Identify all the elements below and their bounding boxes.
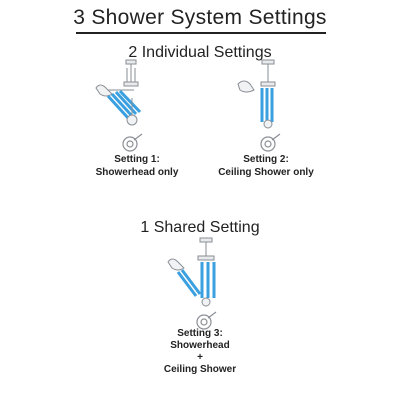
- diverter-icon: [201, 297, 211, 307]
- showerhead-icon: [95, 84, 134, 97]
- setting-3-plus: +: [197, 352, 203, 363]
- setting-1-caption: Setting 1: Showerhead only: [72, 153, 202, 179]
- water-spray-icon: [106, 89, 142, 120]
- section-heading-individual: 2 Individual Settings: [128, 44, 272, 61]
- ceiling-shower-arm-icon: [123, 59, 139, 87]
- ceiling-shower-arm-icon: [197, 237, 215, 261]
- setting-1-illustration: [95, 59, 143, 152]
- setting-1-description: Showerhead only: [95, 167, 179, 178]
- setting-3-description-2: Ceiling Shower: [163, 364, 237, 375]
- valve-trim-icon: [122, 133, 143, 152]
- setting-2-caption: Setting 2: Ceiling Shower only: [200, 153, 332, 179]
- showerhead-icon: [167, 258, 185, 271]
- setting-2-illustration: [237, 59, 281, 152]
- diverter-icon: [126, 98, 138, 126]
- water-spray-icon: [260, 88, 274, 122]
- setting-3-description-1: Showerhead: [170, 340, 230, 351]
- ceiling-shower-arm-icon: [260, 59, 276, 87]
- section-heading-shared: 1 Shared Setting: [140, 219, 260, 236]
- valve-trim-icon: [260, 133, 281, 152]
- setting-3-illustration: [167, 237, 217, 330]
- setting-1-label: Setting 1:: [114, 154, 160, 165]
- title-underline: [76, 32, 326, 34]
- setting-2-label: Setting 2:: [243, 154, 289, 165]
- water-spray-icon: [176, 262, 216, 298]
- page-title: 3 Shower System Settings: [73, 6, 327, 29]
- valve-trim-icon: [196, 311, 217, 330]
- diverter-icon: [263, 119, 273, 129]
- setting-3-label: Setting 3:: [177, 328, 223, 339]
- setting-3-caption: Setting 3: Showerhead + Ceiling Shower: [140, 328, 260, 376]
- showerhead-icon: [237, 80, 255, 93]
- setting-2-description: Ceiling Shower only: [218, 167, 314, 178]
